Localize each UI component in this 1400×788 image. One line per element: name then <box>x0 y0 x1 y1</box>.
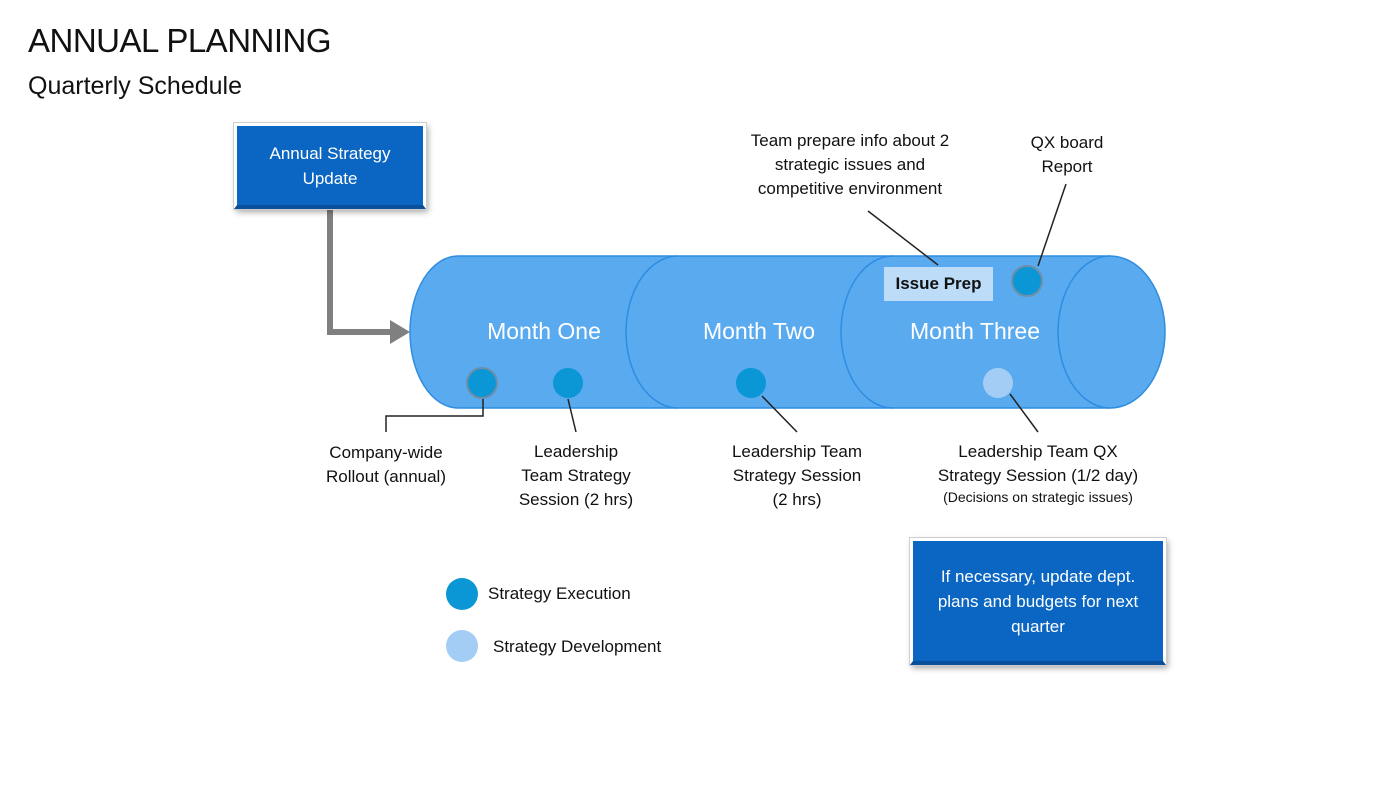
leader-rollout <box>385 398 484 432</box>
month-three-label: Month Three <box>910 318 1040 344</box>
month-one-label: Month One <box>487 318 601 344</box>
leader-leadership-qx <box>1009 393 1039 433</box>
leadership-session-2-label: Leadership Team Strategy Session (2 hrs) <box>731 442 863 509</box>
segment-divider-2 <box>840 255 894 409</box>
month-two-label: Month Two <box>702 318 816 344</box>
qx-board-label: QX board Report <box>1030 133 1104 176</box>
company-rollout-label: Company-wide Rollout (annual) <box>325 443 446 486</box>
page-title: ANNUAL PLANNING <box>28 22 332 59</box>
leadership-qx-session-label: Leadership Team QX Strategy Session (1/2… <box>937 442 1139 485</box>
dot-leadership-qx <box>983 368 1013 398</box>
legend-development-dot <box>446 630 478 662</box>
team-prepare-label: Team prepare info about 2 strategic issu… <box>750 131 950 198</box>
leader-leadership-1 <box>567 398 577 433</box>
annual-strategy-update-box: Annual Strategy Update <box>234 123 426 209</box>
leader-leadership-2 <box>761 395 798 433</box>
update-plans-box: If necessary, update dept. plans and bud… <box>910 538 1166 665</box>
annual-arrow-line <box>327 209 392 335</box>
dot-company-rollout <box>466 367 498 399</box>
dot-leadership-1 <box>553 368 583 398</box>
page-subtitle: Quarterly Schedule <box>28 72 243 100</box>
legend-execution-dot <box>446 578 478 610</box>
leadership-session-1-label: Leadership Team Strategy Session (2 hrs) <box>518 442 634 509</box>
decisions-note: (Decisions on strategic issues) <box>943 489 1133 505</box>
legend-development-label: Strategy Development <box>493 637 662 656</box>
dot-qx-board <box>1011 265 1043 297</box>
segment-divider-1 <box>625 255 679 409</box>
leader-qx-board <box>1037 183 1067 267</box>
cylinder-end-cap <box>1057 255 1111 409</box>
leader-team-prepare <box>867 210 939 266</box>
annual-arrow-head <box>390 320 410 344</box>
dot-leadership-2 <box>736 368 766 398</box>
issue-prep-tag: Issue Prep <box>884 267 993 301</box>
legend-execution-label: Strategy Execution <box>488 584 631 603</box>
